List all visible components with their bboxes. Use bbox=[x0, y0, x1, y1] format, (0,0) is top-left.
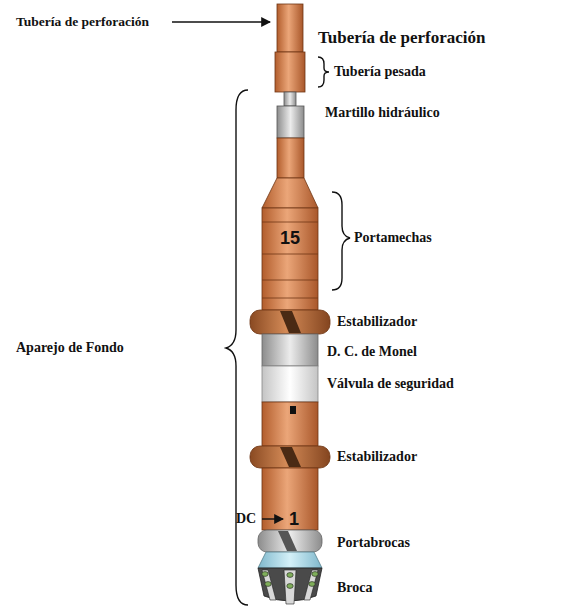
part-label: Tubería pesada bbox=[334, 64, 426, 80]
part-title: Tubería de perforación bbox=[318, 28, 485, 48]
part-label: Válvula de seguridad bbox=[327, 376, 454, 392]
assembly-label: Aparejo de Fondo bbox=[16, 340, 124, 356]
part-label: Tubería de perforación bbox=[16, 14, 149, 30]
part-label: Portamechas bbox=[354, 230, 432, 246]
callout-number: 15 bbox=[280, 228, 300, 249]
part-label: Martillo hidráulico bbox=[325, 105, 440, 121]
part-label: Portabrocas bbox=[337, 535, 410, 551]
part-label: Estabilizador bbox=[337, 314, 417, 330]
part-label: D. C. de Monel bbox=[327, 344, 417, 360]
callout-number: 1 bbox=[289, 509, 299, 530]
part-label: Estabilizador bbox=[337, 449, 417, 465]
part-label: Broca bbox=[337, 580, 373, 596]
part-label: DC bbox=[236, 511, 256, 527]
